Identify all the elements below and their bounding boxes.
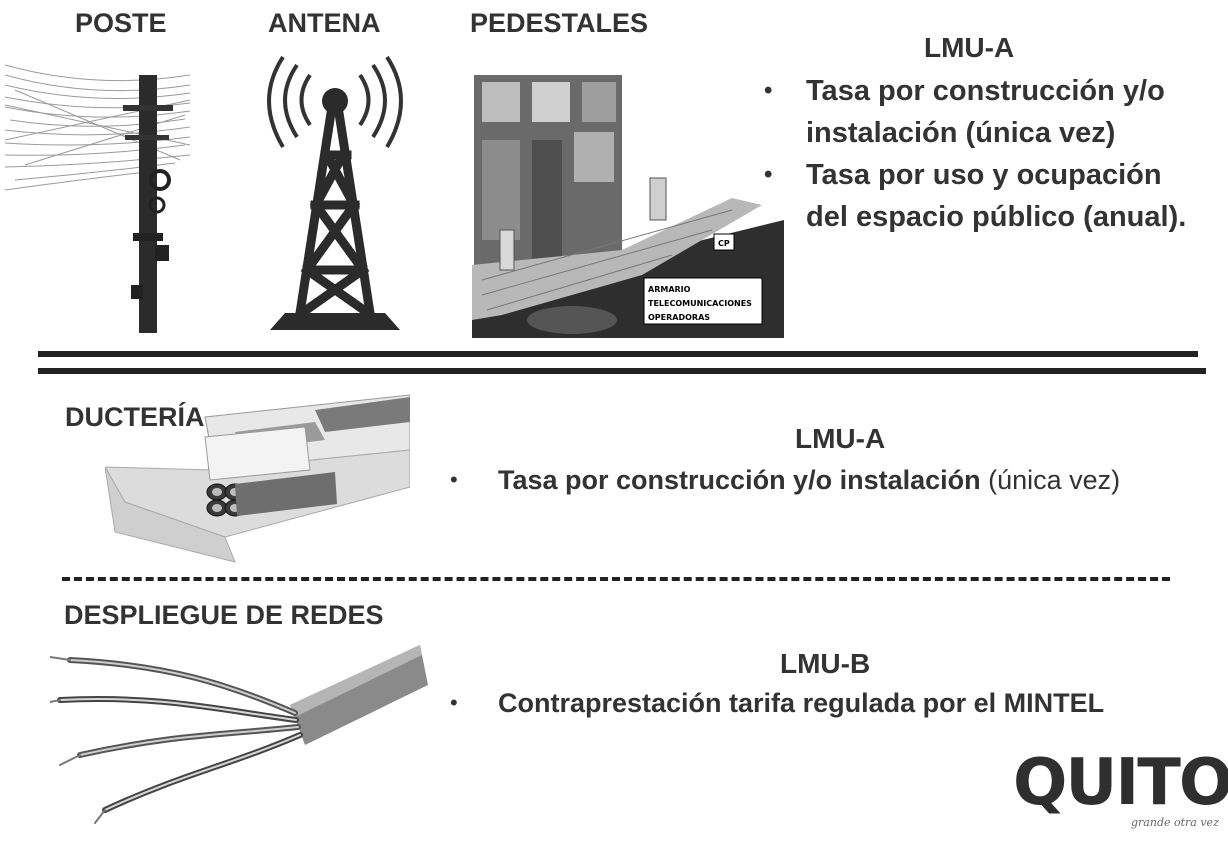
heading-despliegue-redes: DESPLIEGUE DE REDES xyxy=(64,600,384,630)
lmu-label-top: LMU-A xyxy=(924,32,1015,63)
ducteria-bullet: • Tasa por construcción y/o instalación (… xyxy=(450,465,1120,496)
top-bullet-2: Tasa por uso y ocupación del espacio púb… xyxy=(758,154,1198,238)
antenna-tower-image xyxy=(267,55,403,330)
redes-bullet-text: Contraprestación tarifa regulada por el … xyxy=(498,688,1105,718)
heading-antena: ANTENA xyxy=(268,8,381,38)
ducteria-bullet-normal: (única vez) xyxy=(980,465,1121,495)
quito-logo-text: QUITO xyxy=(1013,752,1228,820)
network-cable-image xyxy=(50,645,428,824)
heading-pedestales: PEDESTALES xyxy=(470,8,649,38)
utility-pole-image xyxy=(5,64,191,333)
pedestal-street-image: CP ARMARIO TELECOMUNICACIONES OPERADORAS xyxy=(472,70,784,338)
lmu-label-ducteria: LMU-A xyxy=(795,423,886,454)
redes-bullet: • Contraprestación tarifa regulada por el… xyxy=(450,688,1104,719)
heading-ducteria: DUCTERÍA xyxy=(65,402,205,432)
pedestal-label-line2: TELECOMUNICACIONES xyxy=(648,299,752,308)
divider-dashed xyxy=(62,577,1170,581)
divider-thick-1 xyxy=(38,351,1198,357)
duct-trench-image xyxy=(105,394,410,563)
bullet-dot: • xyxy=(450,690,458,715)
bullet-dot: • xyxy=(450,467,458,492)
quito-logo-tagline: grande otra vez xyxy=(1131,816,1219,829)
heading-poste: POSTE xyxy=(75,8,167,38)
quito-logo: QUITO grande otra vez xyxy=(1005,752,1228,863)
divider-thick-2 xyxy=(38,368,1206,374)
ducteria-bullet-bold: Tasa por construcción y/o instalación xyxy=(498,465,981,495)
pedestal-cp-label: CP xyxy=(718,239,730,248)
pedestal-label-line1: ARMARIO xyxy=(648,285,691,294)
pedestal-label-line3: OPERADORAS xyxy=(648,313,710,322)
top-bullet-1: Tasa por construcción y/o instalación (ú… xyxy=(758,70,1198,154)
top-bullet-list: Tasa por construcción y/o instalación (ú… xyxy=(758,70,1198,238)
lmu-label-redes: LMU-B xyxy=(780,648,871,679)
